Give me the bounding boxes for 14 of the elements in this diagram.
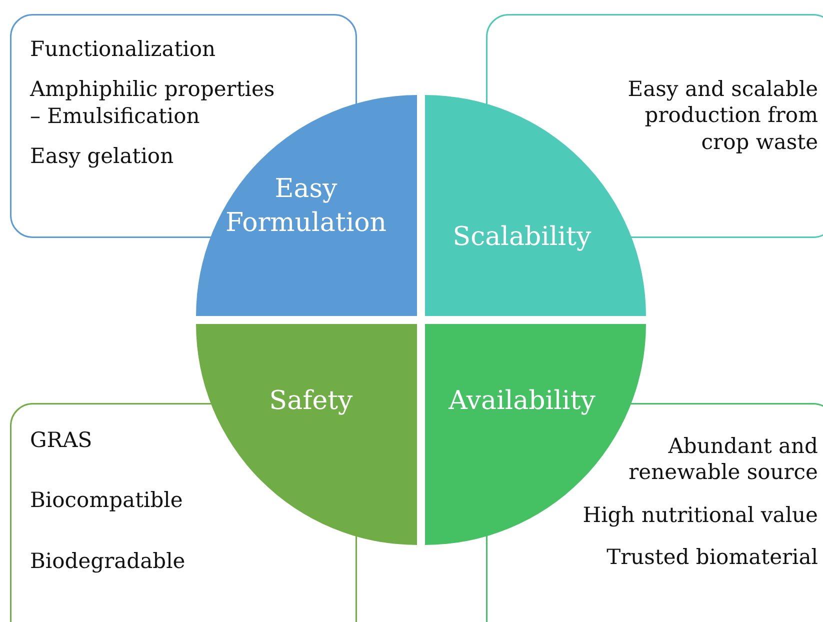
list-item: Easy and scalable production from crop waste	[626, 76, 818, 155]
list-item: Biodegradable	[30, 548, 186, 574]
list-item: Biocompatible	[30, 487, 183, 514]
list-item: Easy gelation	[30, 142, 174, 169]
list-item: GRAS	[30, 427, 92, 454]
list-item: Abundant and renewable source	[628, 433, 818, 486]
segment-label: Easy Formulation	[224, 173, 388, 240]
list-item: Functionalization	[30, 36, 216, 62]
segment-label: Safety	[268, 385, 354, 418]
segment-label: Availability	[448, 385, 596, 418]
list-item: Trusted biomaterial	[606, 544, 818, 570]
list-item: Amphiphilic properties – Emulsification	[30, 76, 276, 129]
list-item: High nutritional value	[582, 502, 818, 528]
segment-label: Scalability	[452, 221, 592, 254]
